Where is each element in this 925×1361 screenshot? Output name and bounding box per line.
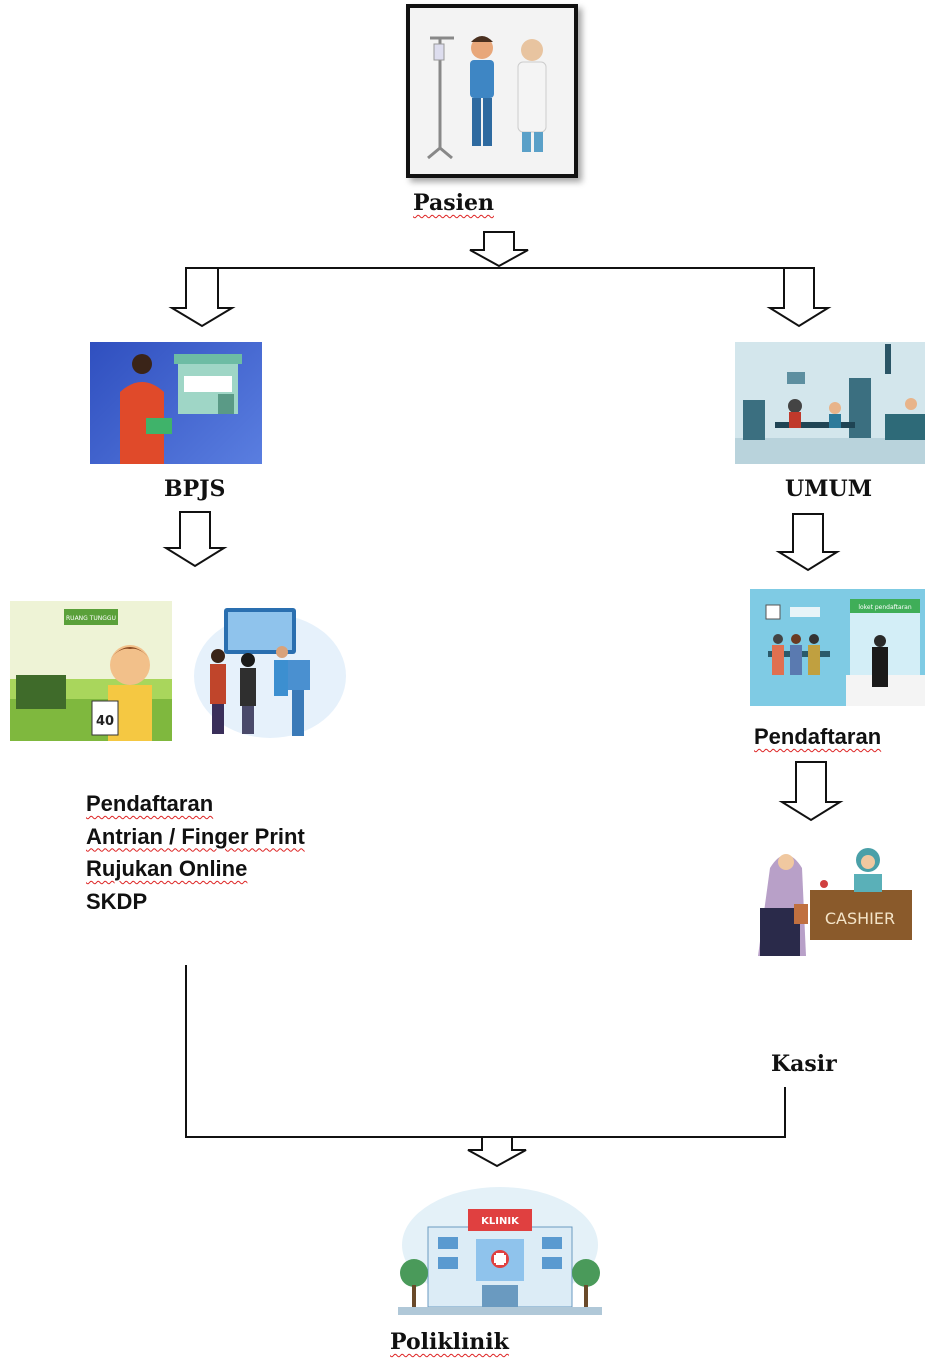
cashier-sign: CASHIER <box>825 909 895 928</box>
step-pendaftaran: Pendaftaran <box>86 791 214 816</box>
registration-desk-icon: loket pendaftaran <box>765 599 925 706</box>
cashier-icon: CASHIER <box>758 848 912 956</box>
kiosk-illustration <box>188 604 350 744</box>
arrow-to-bpjs <box>168 267 236 328</box>
bpjs-steps-list: Pendaftaran Antrian / Finger Print Rujuk… <box>86 788 305 918</box>
clinic-building-icon: KLINIK <box>398 1187 602 1315</box>
kiosk-icon <box>194 608 346 738</box>
arrow-bpjs-down <box>162 511 228 568</box>
step-antrian: Antrian / Finger Print <box>86 823 305 849</box>
clinic-sign: KLINIK <box>481 1216 520 1227</box>
cashier-illustration: CASHIER <box>750 838 912 956</box>
queue-number: 40 <box>96 714 114 729</box>
arrow-to-poliklinik <box>467 1136 527 1168</box>
merge-line <box>185 965 786 1138</box>
registration-illustration: loket pendaftaran <box>750 589 925 706</box>
waiting-room-sign: RUANG TUNGGU <box>66 615 116 622</box>
arrow-to-umum <box>766 267 832 328</box>
bpjs-card-icon <box>120 354 242 464</box>
umum-illustration <box>735 342 925 464</box>
arrow-umum-down <box>775 513 841 572</box>
waiting-room-icon: RUANG TUNGGU 40 <box>10 601 172 741</box>
arrow-pendaftaran-down <box>778 761 844 822</box>
waiting-room-illustration: RUANG TUNGGU 40 <box>10 601 172 741</box>
pasien-label: Pasien <box>413 190 494 216</box>
kasir-label: Kasir <box>771 1051 837 1077</box>
umum-label: UMUM <box>785 476 873 502</box>
step-rujukan: Rujukan Online <box>86 856 248 881</box>
umum-pendaftaran-label: Pendaftaran <box>754 724 882 749</box>
bpjs-illustration <box>90 342 262 464</box>
step-skdp: SKDP <box>86 888 148 914</box>
registration-sign: loket pendaftaran <box>858 604 912 611</box>
bpjs-label: BPJS <box>164 476 226 502</box>
patient-illustration <box>406 4 578 178</box>
arrow-pasien-down <box>469 231 529 268</box>
doctor-patient-icon <box>427 36 547 160</box>
clinic-illustration: KLINIK <box>398 1185 602 1315</box>
poliklinik-label: Poliklinik <box>390 1329 509 1355</box>
waiting-hall-icon <box>735 344 925 464</box>
